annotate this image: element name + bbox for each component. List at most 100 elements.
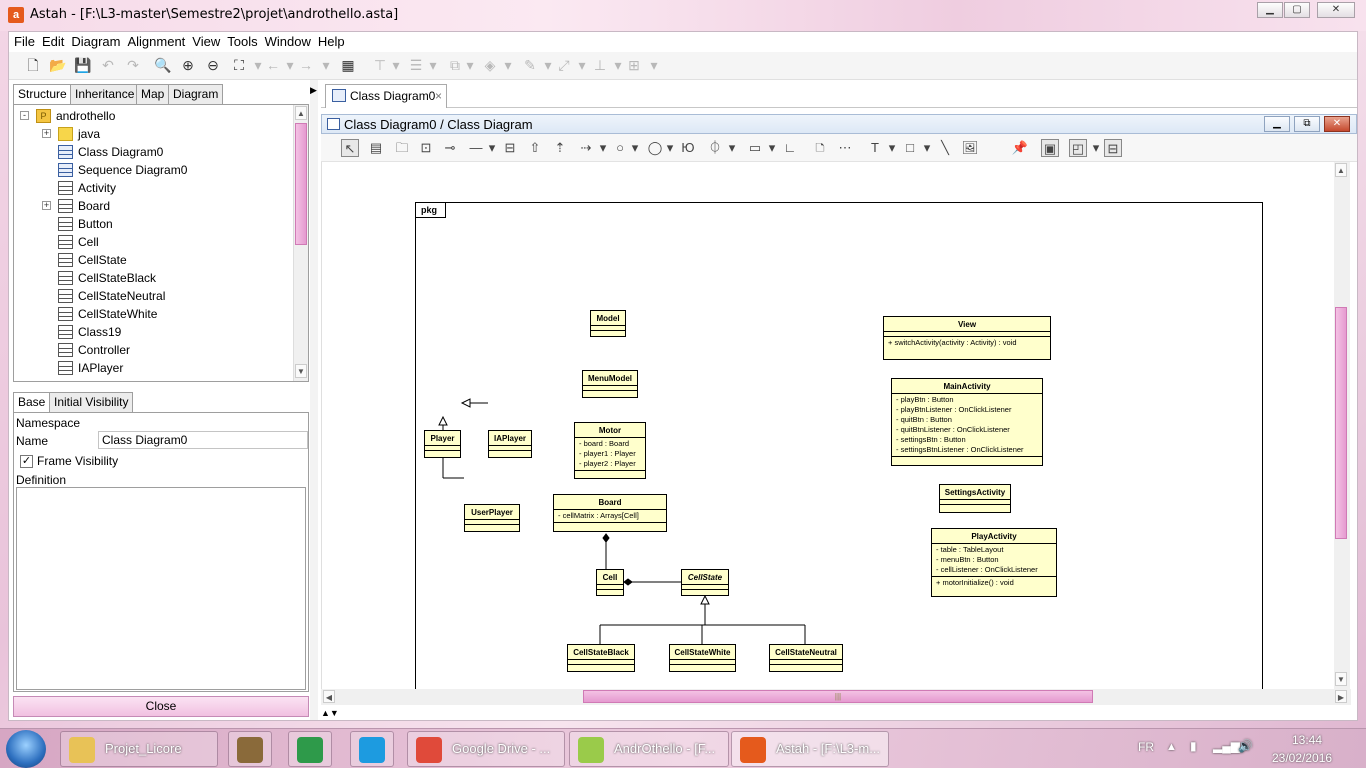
zoom-out-icon[interactable]: ⊖: [207, 57, 219, 73]
taskbar-item-0[interactable]: Projet_Licore: [60, 731, 218, 767]
dropdown-arrow-icon[interactable]: ▾: [322, 57, 330, 73]
dropdown-arrow-icon[interactable]: ▾: [488, 140, 496, 155]
tree-layout-icon[interactable]: ⊥: [593, 57, 607, 73]
link-tool-icon[interactable]: ∟: [783, 140, 797, 155]
grid-toggle-icon[interactable]: ▣: [1041, 139, 1059, 157]
zoom-in-icon[interactable]: ⊕: [182, 57, 194, 73]
expand-icon[interactable]: +: [42, 200, 51, 210]
dropdown-arrow-icon[interactable]: ▾: [544, 57, 552, 73]
signal-icon[interactable]: ▂▄▆: [1213, 739, 1240, 753]
required-interface-icon[interactable]: ⏀: [708, 140, 722, 155]
collapse-icon[interactable]: -: [20, 111, 29, 120]
uml-class-playactivity[interactable]: PlayActivity- table : TableLayout- menuB…: [931, 528, 1057, 597]
note-anchor-icon[interactable]: ⋯: [838, 140, 852, 155]
association-tool-icon[interactable]: —: [469, 140, 483, 155]
menu-diagram[interactable]: Diagram: [71, 34, 121, 49]
provided-interface-icon[interactable]: Ю: [681, 140, 695, 155]
align-top-icon[interactable]: ⊤: [373, 57, 387, 73]
diagram-close-button[interactable]: ✕: [1324, 116, 1350, 132]
scroll-up-arrow-icon[interactable]: ▲: [1335, 163, 1347, 177]
frame-visibility-checkbox[interactable]: ✓: [20, 455, 33, 468]
definition-textarea[interactable]: [16, 487, 306, 690]
realization-tool-icon[interactable]: ⇡: [554, 140, 566, 155]
pin-icon[interactable]: 📌: [1011, 140, 1029, 155]
save-icon[interactable]: 💾: [74, 57, 92, 73]
uml-class-menumodel[interactable]: MenuModel: [582, 370, 638, 398]
diagram-restore-button[interactable]: ⧉: [1294, 116, 1320, 132]
battery-icon[interactable]: ▮: [1190, 739, 1197, 753]
layout-icon[interactable]: ▦: [341, 57, 355, 73]
search-icon[interactable]: 🔍: [154, 57, 172, 73]
properties-toggle-icon[interactable]: ⊟: [1104, 139, 1122, 157]
start-button[interactable]: [6, 730, 46, 768]
tab-structure[interactable]: Structure: [13, 84, 72, 105]
canvas-horizontal-scrollbar[interactable]: ◀ ||| ▶: [321, 689, 1351, 705]
package-tool-icon[interactable]: 🗀: [395, 140, 409, 155]
uml-class-cellstate[interactable]: CellState: [681, 569, 729, 596]
dropdown-arrow-icon[interactable]: ▾: [578, 57, 586, 73]
dropdown-arrow-icon[interactable]: ▾: [504, 57, 512, 73]
line-style-icon[interactable]: ⤢: [558, 57, 570, 73]
note-tool-icon[interactable]: 🗅: [815, 140, 825, 155]
text-tool-icon[interactable]: T: [871, 140, 879, 155]
undo-icon[interactable]: ↶: [102, 57, 114, 73]
dropdown-arrow-icon[interactable]: ▾: [614, 57, 622, 73]
uml-class-view[interactable]: View+ switchActivity(activity : Activity…: [883, 316, 1051, 360]
language-indicator[interactable]: FR: [1138, 740, 1154, 754]
ellipse-tool-icon[interactable]: ◯: [647, 140, 663, 155]
dropdown-arrow-icon[interactable]: ▾: [666, 140, 674, 155]
dropdown-arrow-icon[interactable]: ▾: [768, 140, 776, 155]
forward-icon[interactable]: →: [299, 57, 313, 73]
back-icon[interactable]: ←: [266, 57, 280, 73]
generalization-tool-icon[interactable]: ⇧: [529, 140, 541, 155]
menu-tools[interactable]: Tools: [227, 34, 258, 49]
uml-class-cellstateblack[interactable]: CellStateBlack: [567, 644, 635, 672]
rectangle-tool-icon[interactable]: □: [906, 140, 914, 155]
class-tool-icon[interactable]: ▤: [369, 140, 383, 155]
menu-file[interactable]: File: [14, 34, 35, 49]
fit-window-icon[interactable]: ⛶: [234, 57, 244, 73]
minimize-button[interactable]: ▁: [1257, 2, 1283, 18]
volume-icon[interactable]: 🔊: [1238, 739, 1253, 753]
taskbar-item-3[interactable]: [350, 731, 394, 767]
dropdown-arrow-icon[interactable]: ▾: [286, 57, 294, 73]
restore-button[interactable]: ▢: [1284, 2, 1310, 18]
redo-icon[interactable]: ↷: [127, 57, 139, 73]
dropdown-arrow-icon[interactable]: ▾: [466, 57, 474, 73]
scroll-up-arrow-icon[interactable]: ▲: [295, 106, 307, 120]
scroll-down-arrow-icon[interactable]: ▼: [295, 364, 307, 378]
tab-base[interactable]: Base: [13, 392, 51, 413]
diagram-minimize-button[interactable]: ▁: [1264, 116, 1290, 132]
order-icon[interactable]: ⧉: [450, 57, 460, 73]
line-tool-icon[interactable]: ╲: [941, 140, 949, 155]
image-tool-icon[interactable]: 🖼: [961, 140, 979, 155]
new-file-icon[interactable]: 🗋: [27, 57, 39, 73]
collapse-arrow-icon[interactable]: ▶: [310, 85, 317, 95]
association-class-icon[interactable]: ⊟: [504, 140, 516, 155]
uml-class-mainactivity[interactable]: MainActivity- playBtn : Button- playBtnL…: [891, 378, 1043, 466]
tab-diagram[interactable]: Diagram: [168, 84, 224, 104]
scroll-left-arrow-icon[interactable]: ◀: [323, 690, 335, 703]
dropdown-arrow-icon[interactable]: ▾: [254, 57, 262, 73]
fill-color-icon[interactable]: ◈: [484, 57, 496, 73]
uml-class-cellstateneutral[interactable]: CellStateNeutral: [769, 644, 843, 672]
uml-class-board[interactable]: Board- cellMatrix : Arrays[Cell]: [553, 494, 667, 532]
tab-initial-visibility[interactable]: Initial Visibility: [49, 392, 134, 412]
collapse-bottom-arrow-icon[interactable]: ▲▼: [321, 708, 339, 718]
tab-inheritance[interactable]: Inheritance: [70, 84, 140, 104]
port-tool-icon[interactable]: ○: [616, 140, 624, 155]
subsystem-tool-icon[interactable]: ⊡: [420, 140, 432, 155]
dependency-tool-icon[interactable]: ⇢: [580, 140, 592, 155]
canvas-vscroll-thumb[interactable]: [1335, 307, 1347, 539]
scroll-down-arrow-icon[interactable]: ▼: [1335, 672, 1347, 686]
dropdown-arrow-icon[interactable]: ▾: [1092, 140, 1100, 155]
tree-scroll-thumb[interactable]: [295, 123, 307, 245]
instance-tool-icon[interactable]: ▭: [748, 140, 762, 155]
menu-window[interactable]: Window: [264, 34, 311, 49]
dropdown-arrow-icon[interactable]: ▾: [429, 57, 437, 73]
dropdown-arrow-icon[interactable]: ▾: [392, 57, 400, 73]
taskbar-item-6[interactable]: Astah - [F:\L3-m...: [731, 731, 889, 767]
scroll-right-arrow-icon[interactable]: ▶: [1335, 690, 1347, 703]
uml-class-settingsactivity[interactable]: SettingsActivity: [939, 484, 1011, 513]
